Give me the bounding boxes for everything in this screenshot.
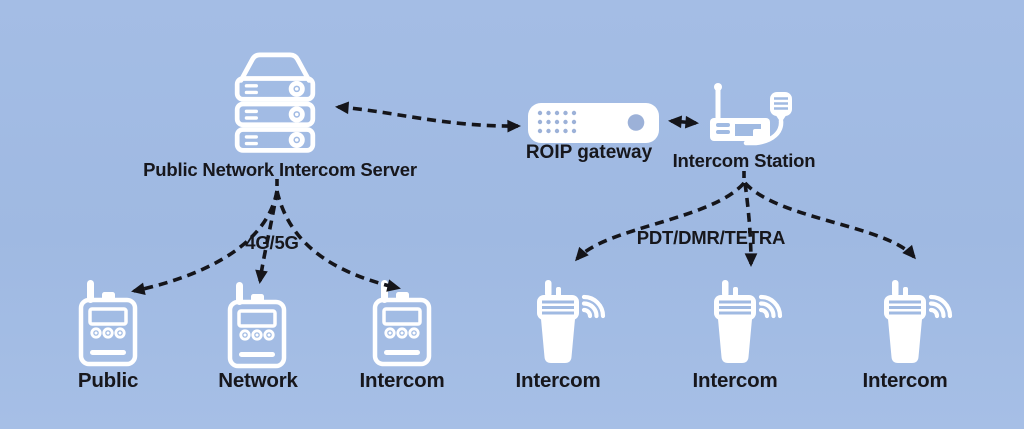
- device-label-public: Public: [77, 369, 139, 392]
- link-server-gateway: [334, 101, 522, 133]
- server-label: Public Network Intercom Server: [143, 159, 417, 180]
- signal-waves-icon: [928, 294, 953, 319]
- link-station-intercom-2: [743, 182, 758, 268]
- device-label-intercom-2: Intercom: [692, 369, 778, 392]
- device-label-intercom-left: Intercom: [359, 369, 445, 392]
- link-gateway-station: [667, 115, 700, 129]
- roip-gateway-icon: [528, 103, 659, 143]
- gateway-label: ROIP gateway: [525, 142, 653, 163]
- radio-public-icon: [78, 280, 138, 367]
- radio-intercom-2-icon: [714, 280, 783, 363]
- device-label-network: Network: [218, 369, 298, 392]
- left-fan-label: 4G/5G: [245, 232, 299, 253]
- radio-intercom-1-icon: [537, 280, 606, 363]
- radio-intercom-left-icon: [372, 280, 432, 367]
- device-label-intercom-3: Intercom: [862, 369, 948, 392]
- radio-network-icon: [227, 282, 287, 369]
- station-label: Intercom Station: [672, 150, 816, 171]
- signal-waves-icon: [581, 294, 606, 319]
- device-label-intercom-1: Intercom: [515, 369, 601, 392]
- radio-intercom-3-icon: [884, 280, 953, 363]
- signal-waves-icon: [758, 294, 783, 319]
- intercom-station-icon: [710, 83, 792, 146]
- right-fan-label: PDT/DMR/TETRA: [636, 227, 786, 248]
- server-icon: [234, 52, 316, 153]
